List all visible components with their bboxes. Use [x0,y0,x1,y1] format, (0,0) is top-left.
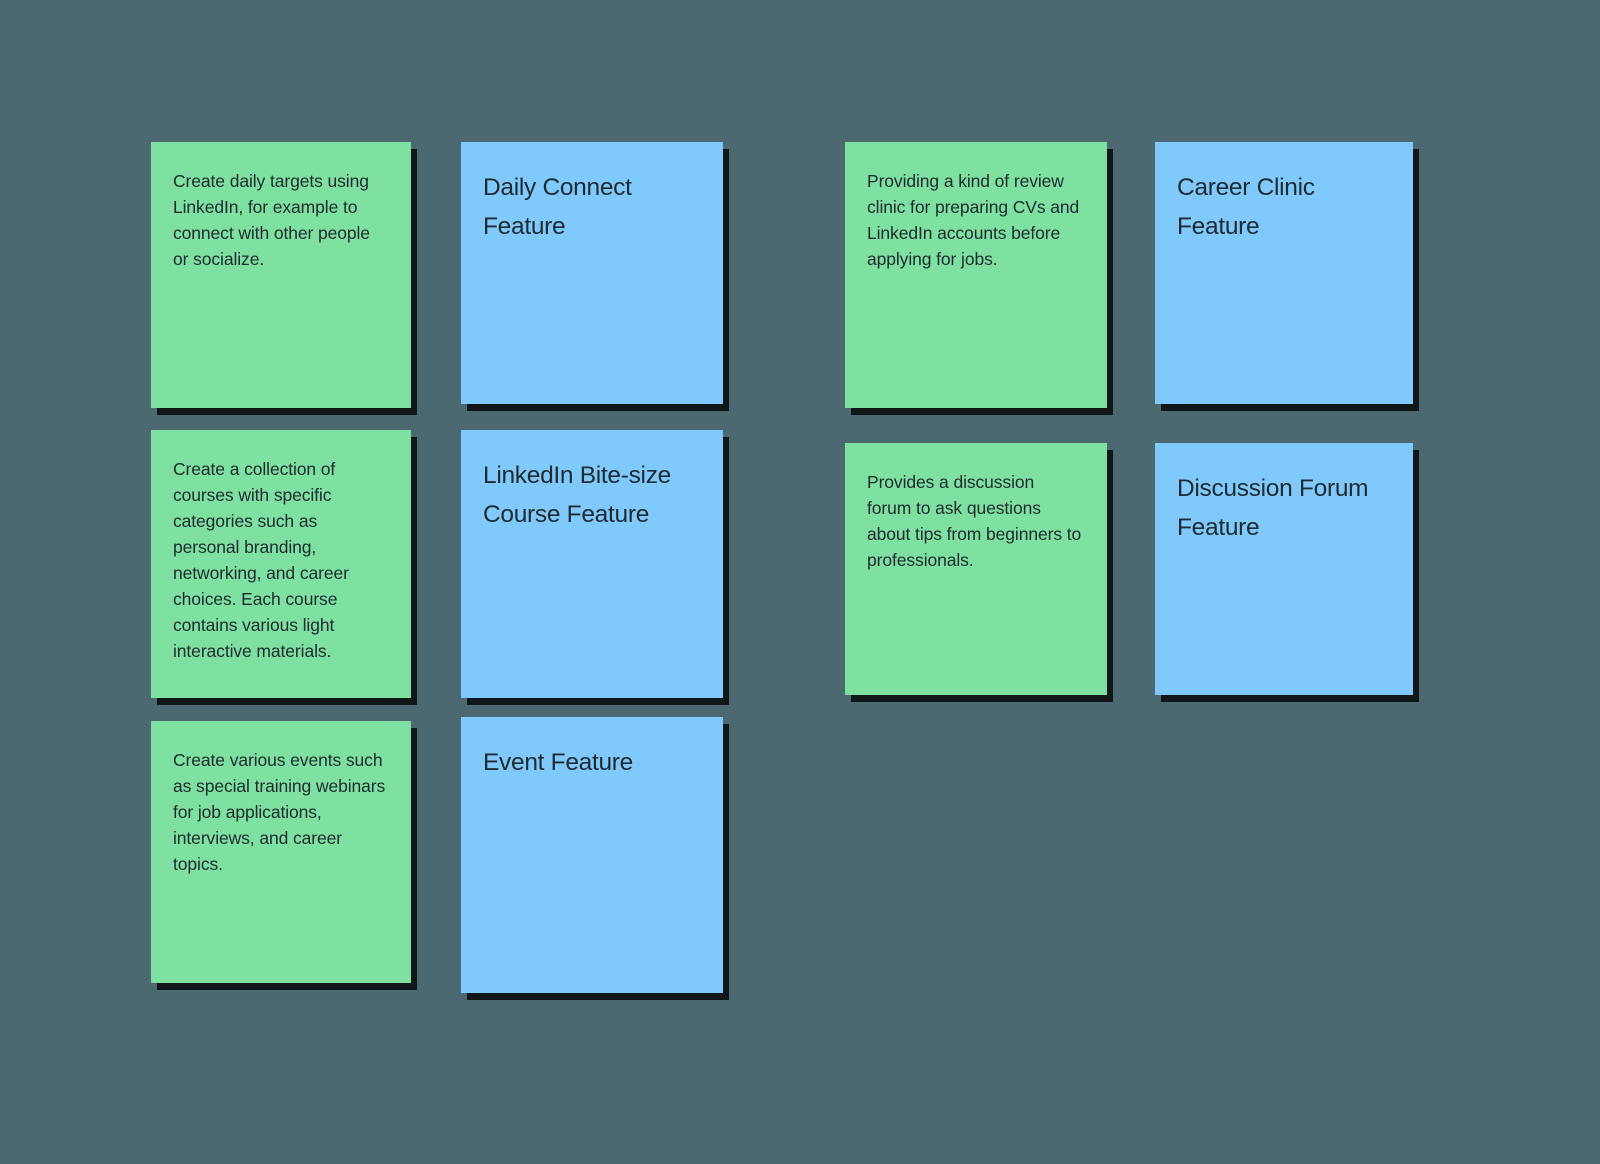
sticky-note-career-clinic-title[interactable]: Career Clinic Feature [1155,142,1413,404]
sticky-note-text: LinkedIn Bite-size Course Feature [483,462,678,528]
sticky-note-text: Create daily targets using LinkedIn, for… [173,171,375,269]
sticky-note-text: Providing a kind of review clinic for pr… [867,171,1084,269]
sticky-note-daily-connect-title[interactable]: Daily Connect Feature [461,142,723,404]
sticky-note-text: Event Feature [483,749,633,776]
sticky-note-discussion-forum-title[interactable]: Discussion Forum Feature [1155,443,1413,695]
sticky-note-discussion-forum-description[interactable]: Provides a discussion forum to ask quest… [845,443,1107,695]
sticky-note-event-description[interactable]: Create various events such as special tr… [151,721,411,983]
sticky-note-career-clinic-description[interactable]: Providing a kind of review clinic for pr… [845,142,1107,408]
sticky-note-text: Daily Connect Feature [483,174,639,240]
sticky-note-event-title[interactable]: Event Feature [461,717,723,993]
sticky-note-text: Provides a discussion forum to ask quest… [867,472,1086,570]
sticky-note-bite-size-course-title[interactable]: LinkedIn Bite-size Course Feature [461,430,723,698]
sticky-note-text: Career Clinic Feature [1177,174,1322,240]
sticky-note-text: Create various events such as special tr… [173,750,390,874]
sticky-note-daily-connect-description[interactable]: Create daily targets using LinkedIn, for… [151,142,411,408]
sticky-note-text: Create a collection of courses with spec… [173,459,354,661]
sticky-note-text: Discussion Forum Feature [1177,475,1375,541]
sticky-note-bite-size-course-description[interactable]: Create a collection of courses with spec… [151,430,411,698]
